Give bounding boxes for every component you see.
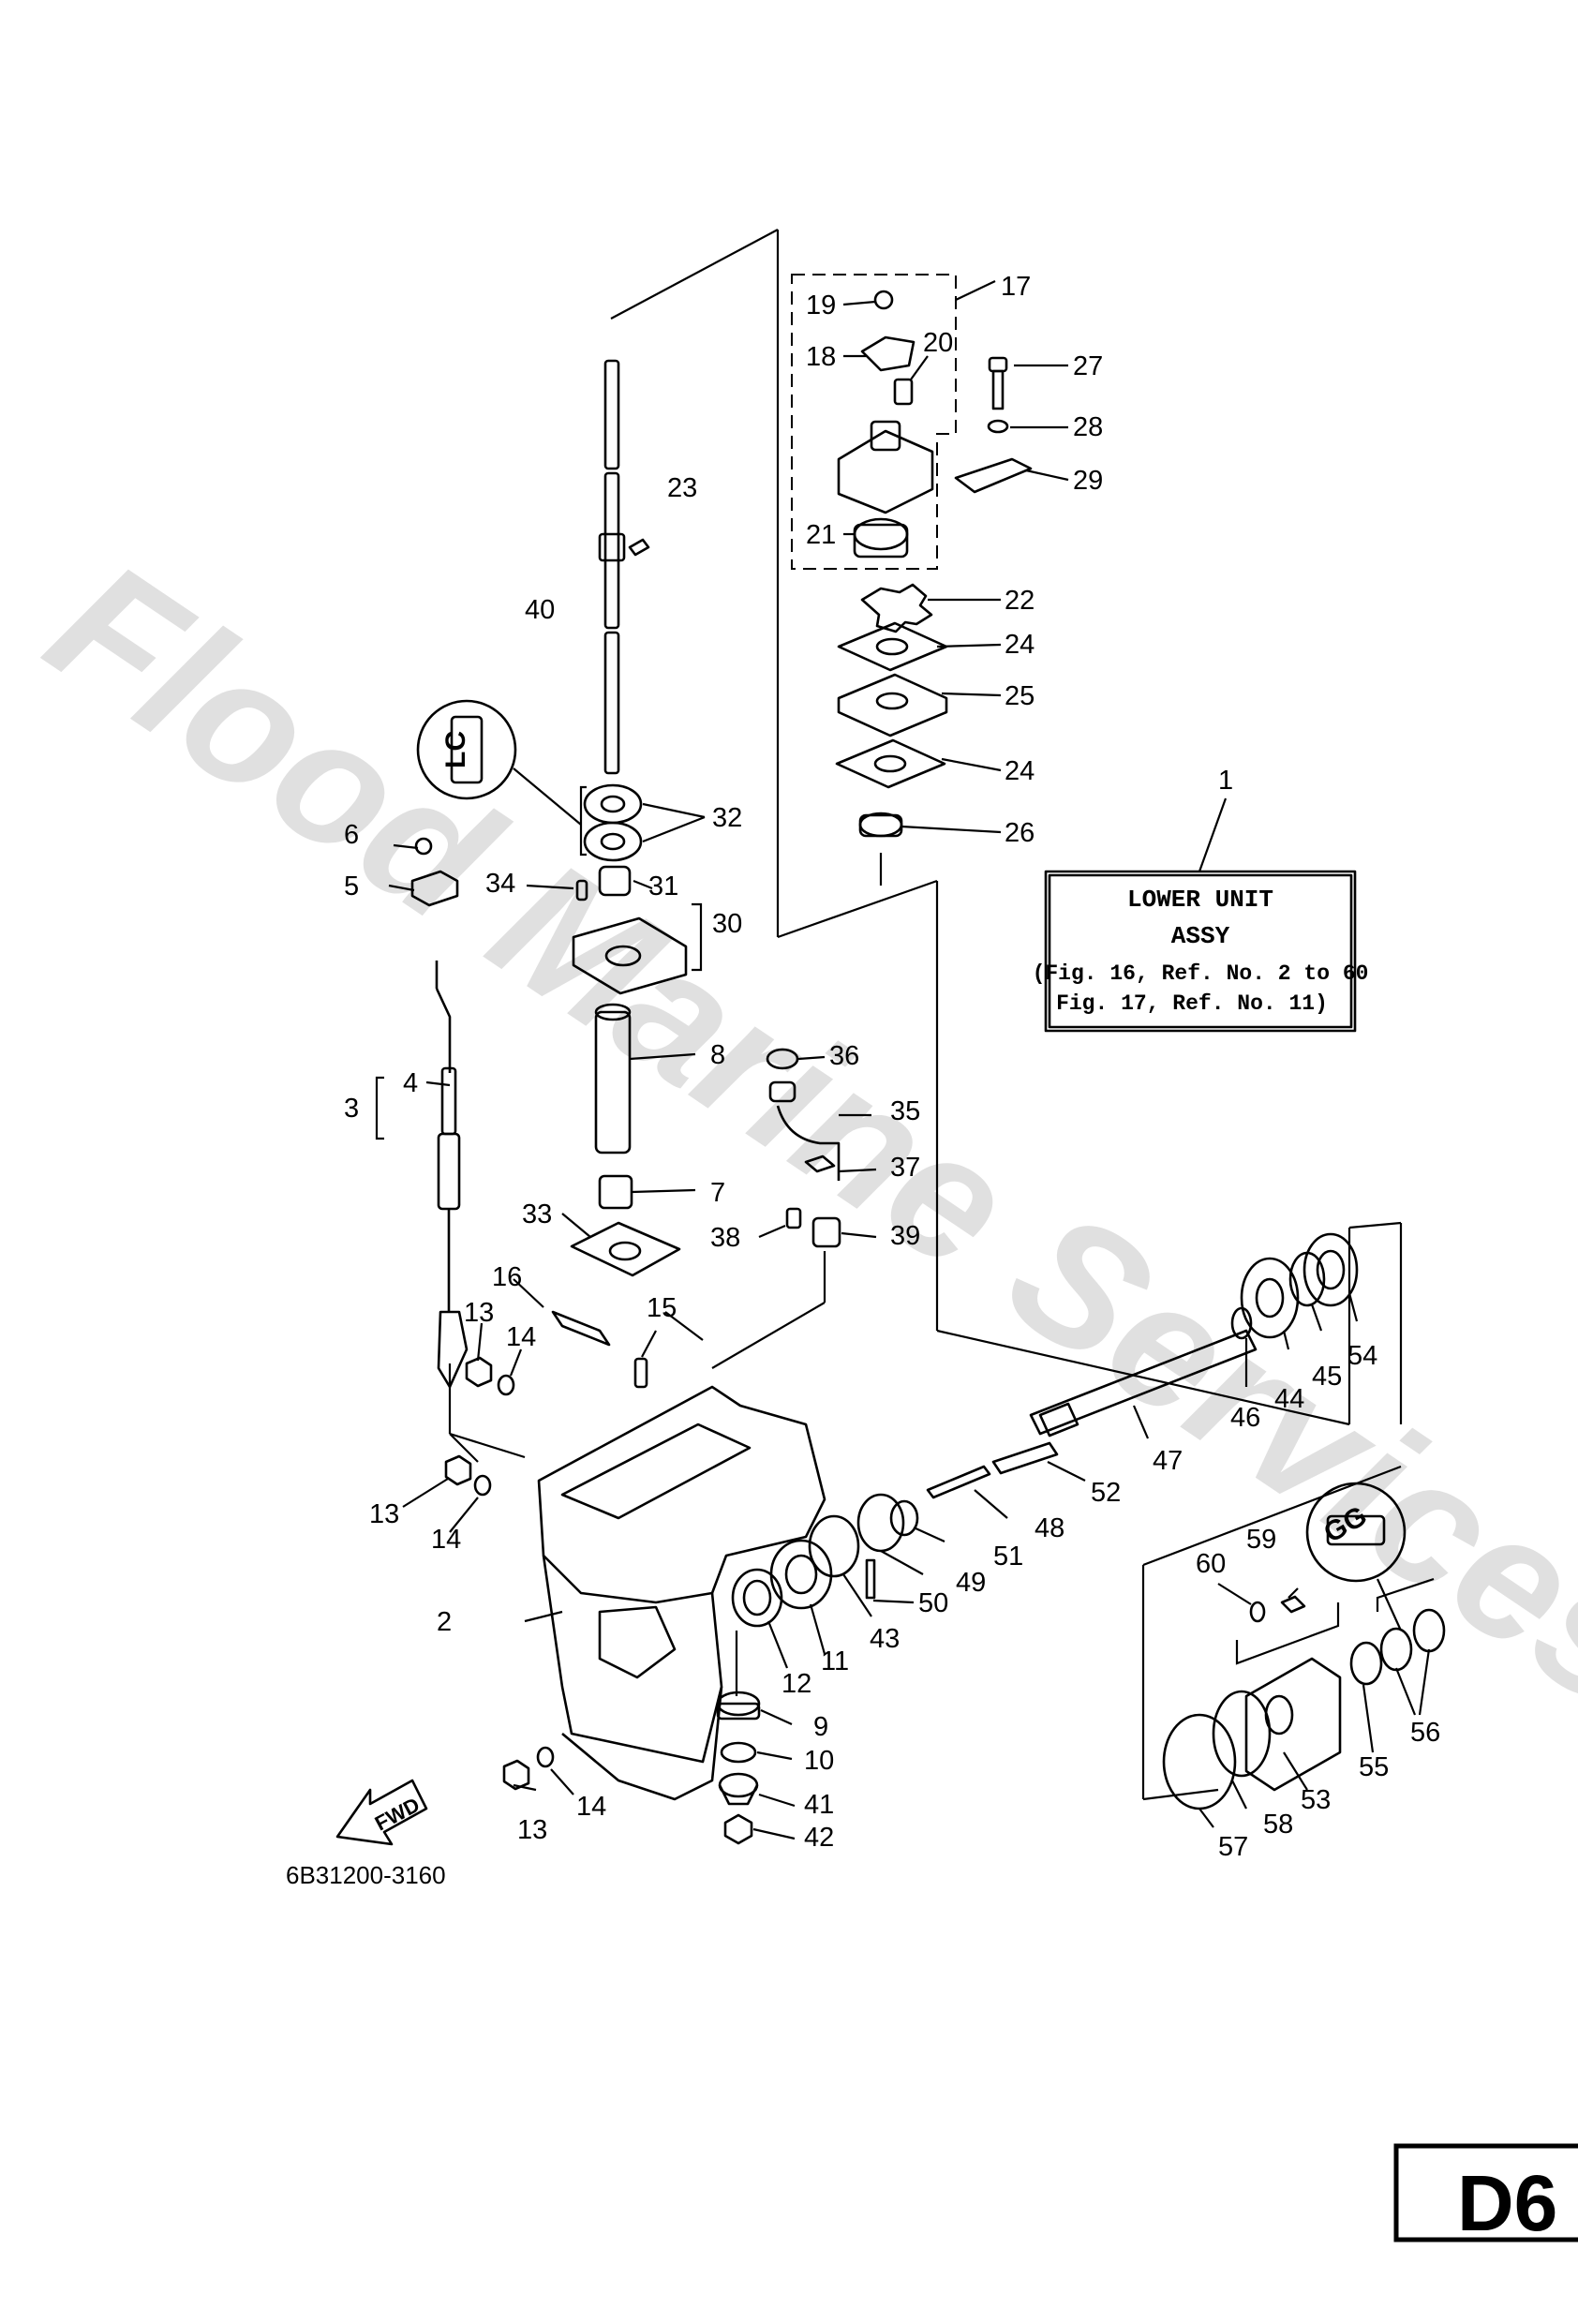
page-code-box: D6 <box>1393 2143 1578 2247</box>
callout-14c: 14 <box>576 1792 606 1822</box>
callout-9: 9 <box>813 1712 828 1742</box>
svg-text:LC: LC <box>440 731 471 768</box>
callout-15: 15 <box>647 1293 677 1323</box>
callout-35: 35 <box>890 1096 920 1126</box>
callout-7: 7 <box>710 1178 725 1208</box>
bearings-32 <box>579 783 706 862</box>
impeller-stack <box>835 583 1002 886</box>
callout-23: 23 <box>667 473 697 503</box>
callout-2: 2 <box>437 1607 452 1637</box>
forward-gear-set <box>731 1441 1086 1669</box>
prop-shaft-housing <box>1141 1465 1446 1828</box>
shift-rod <box>375 837 526 1459</box>
callout-51: 51 <box>993 1542 1023 1572</box>
callout-46: 46 <box>1230 1403 1260 1433</box>
water-tube <box>594 1003 696 1210</box>
callout-25: 25 <box>1005 681 1035 711</box>
assembly-title-2: ASSY <box>1171 922 1230 950</box>
callout-45: 45 <box>1312 1362 1342 1392</box>
callout-13b: 13 <box>369 1499 399 1529</box>
callout-16: 16 <box>492 1262 522 1292</box>
callout-40: 40 <box>525 595 555 625</box>
callout-43: 43 <box>870 1624 900 1654</box>
callout-42: 42 <box>804 1823 834 1853</box>
callout-21: 21 <box>806 520 836 550</box>
callout-12: 12 <box>782 1669 811 1699</box>
drive-shaft <box>598 229 938 939</box>
callout-36: 36 <box>829 1041 859 1071</box>
callout-4: 4 <box>403 1068 418 1098</box>
shift-linkage <box>711 1048 877 1369</box>
pinion-stack <box>716 1631 796 1845</box>
callout-10: 10 <box>804 1746 834 1776</box>
callout-28: 28 <box>1073 412 1103 442</box>
callout-14a: 14 <box>506 1322 536 1352</box>
callout-47: 47 <box>1153 1446 1183 1476</box>
callout-19: 19 <box>806 290 836 320</box>
callout-52: 52 <box>1091 1478 1121 1508</box>
callout-29: 29 <box>1073 466 1103 496</box>
callout-49: 49 <box>956 1568 986 1598</box>
callout-60: 60 <box>1196 1549 1226 1579</box>
callout-18: 18 <box>806 342 836 372</box>
casing-fasteners <box>402 1278 657 1795</box>
callout-39: 39 <box>890 1221 920 1251</box>
callout-14b: 14 <box>431 1525 461 1555</box>
callout-6: 6 <box>344 820 359 850</box>
lower-casing <box>449 1311 826 1801</box>
callout-41: 41 <box>804 1790 834 1820</box>
callout-27: 27 <box>1073 351 1103 381</box>
callout-50: 50 <box>918 1588 948 1618</box>
callout-33: 33 <box>522 1199 552 1229</box>
callout-labels: 1 2 3 4 5 6 7 8 9 10 11 12 13 14 13 14 1… <box>344 272 1440 1862</box>
callout-31: 31 <box>648 872 678 901</box>
figure-number: 6B31200-3160 <box>286 1861 446 1889</box>
callout-58: 58 <box>1263 1810 1293 1840</box>
callout-32: 32 <box>712 803 742 833</box>
callout-24b: 24 <box>1005 756 1035 786</box>
callout-20: 20 <box>923 328 953 358</box>
callout-37: 37 <box>890 1153 920 1183</box>
assembly-title-1: LOWER UNIT <box>1127 886 1273 914</box>
callout-30: 30 <box>712 909 742 939</box>
callout-57: 57 <box>1218 1832 1248 1862</box>
page-code: D6 <box>1457 2159 1557 2247</box>
callout-44: 44 <box>1274 1384 1304 1414</box>
lubricant-mark-lc: LC <box>416 699 582 826</box>
callout-1: 1 <box>1218 766 1233 796</box>
callout-55: 55 <box>1359 1752 1389 1782</box>
oil-seal-housing <box>526 865 703 995</box>
forward-arrow-icon: FWD <box>335 1779 428 1846</box>
callout-5: 5 <box>344 872 359 901</box>
callout-22: 22 <box>1005 586 1035 616</box>
callout-11: 11 <box>821 1646 849 1676</box>
callout-17: 17 <box>1001 272 1031 302</box>
water-pump-kit <box>791 274 996 570</box>
callout-24a: 24 <box>1005 630 1035 660</box>
callout-3: 3 <box>344 1094 359 1124</box>
plate-33 <box>561 1213 681 1277</box>
callout-13a: 13 <box>464 1298 494 1328</box>
callout-38: 38 <box>710 1223 740 1253</box>
callout-53: 53 <box>1301 1785 1331 1815</box>
callout-26: 26 <box>1005 818 1035 848</box>
pump-bolts <box>954 356 1069 494</box>
callout-48: 48 <box>1035 1513 1064 1543</box>
assembly-box: LOWER UNIT ASSY (Fig. 16, Ref. No. 2 to … <box>1033 797 1369 1033</box>
callout-8: 8 <box>710 1040 725 1070</box>
assembly-ref-1: (Fig. 16, Ref. No. 2 to 60 <box>1033 961 1369 986</box>
callout-54: 54 <box>1347 1341 1377 1371</box>
callout-56: 56 <box>1410 1718 1440 1748</box>
assembly-ref-2: Fig. 17, Ref. No. 11) <box>1056 991 1328 1016</box>
callout-59: 59 <box>1246 1525 1276 1555</box>
callout-34: 34 <box>485 869 515 899</box>
propeller-shaft <box>935 881 1403 1439</box>
callout-13c: 13 <box>517 1815 547 1845</box>
